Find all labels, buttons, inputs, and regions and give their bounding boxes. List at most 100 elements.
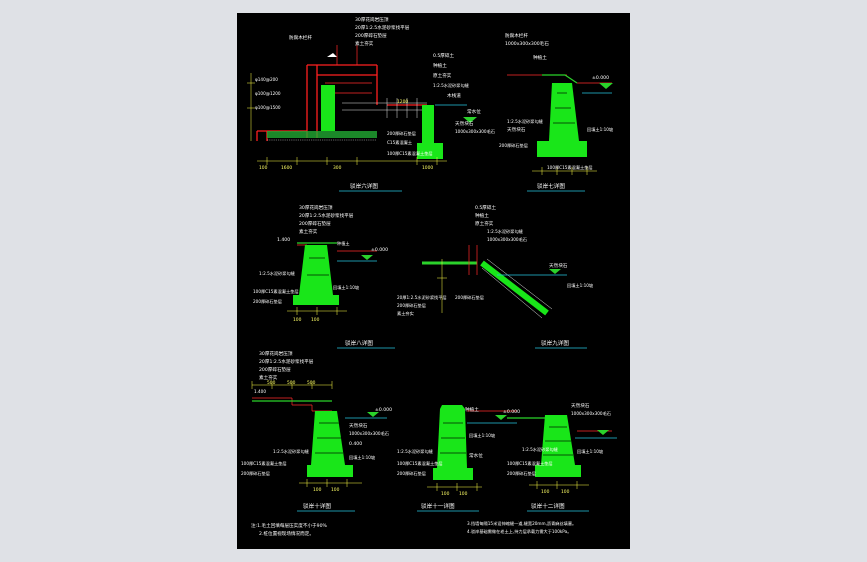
d6-dim-2: 1600 <box>281 165 292 171</box>
d6-dim-5: 1200 <box>397 99 408 105</box>
detail12-dim-line <box>529 481 589 489</box>
d7-label-q: 种植土 <box>533 54 547 61</box>
d9-label-k: 回填土1:10坡 <box>567 282 594 289</box>
d6-label-f: 0.5厚碎土 <box>433 52 454 59</box>
detail8-dim-line <box>287 307 347 315</box>
detail6-red-thin <box>325 45 372 94</box>
detail7-water-level-icon <box>599 83 613 89</box>
d11-label-q: 种植土 <box>465 406 479 413</box>
detail-9: 0.5厚碎土 种植土 原土夯实 1:2.5水泥砂浆勾缝 1000x300x300… <box>397 204 594 349</box>
detail11-dim-line <box>427 483 482 491</box>
d10-label-o: 200厚碎石垫层 <box>241 470 270 477</box>
d8-label-a: 30厚花岗岩压顶 <box>299 204 333 211</box>
d6-label-n: φ100@1500 <box>255 105 281 110</box>
d8-label-g: 100厚C15素混凝土垫层 <box>253 288 299 295</box>
detail6-marker-icon <box>327 53 337 57</box>
note-left-2: 2.桩位置视现场情况而定。 <box>259 530 314 537</box>
detail6-pier <box>422 105 434 151</box>
detail6-pier-base <box>417 143 443 159</box>
d6-label-q: 种植土 <box>433 62 447 69</box>
detail11-base <box>433 468 473 480</box>
d6-dim-3: 300 <box>333 165 342 171</box>
detail10-top-dims <box>251 381 333 389</box>
d6-label-l: φ100@1200 <box>255 91 281 96</box>
detail7-dim-line <box>532 167 597 175</box>
d6-label-o: 200厚碎石垫层 <box>387 130 416 137</box>
d7-label-g: 100厚C15素混凝土垫层 <box>547 164 593 171</box>
detail10-wall-joints <box>315 422 343 454</box>
detail11-water-level-icon <box>495 415 507 420</box>
d6-label-g: 100厚C15素混凝土垫层 <box>387 150 433 157</box>
d11-label-i: 常水位 <box>469 452 483 459</box>
d6-label-h: 1000x300x300毛石 <box>455 128 495 135</box>
d9-label-j: 天然块石 <box>549 262 568 269</box>
d9-label-b: 20厚1:2.5水泥砂浆找平层 <box>397 294 447 301</box>
detail8-base <box>293 295 339 305</box>
d10-label-z: 1.400 <box>254 389 266 394</box>
detail-8: 30厚花岗岩压顶 20厚1:2.5水泥砂浆找平层 200厚碎石垫层 素土夯实 1… <box>253 204 395 349</box>
d6-label-j: 天然块石 <box>455 120 474 127</box>
d10-dim-5: 100 <box>331 487 340 493</box>
d6-dim-4: 1000 <box>422 165 433 171</box>
d11-label-x: ±0.000 <box>503 409 520 415</box>
d12-label-h: 1000x300x300毛石 <box>571 410 611 417</box>
d10-label-s: 1:2.5水泥砂浆勾缝 <box>273 448 310 455</box>
detail-7: 防腐木栏杆 1000x300x300毛石 种植土 ±0.000 1:2.5水泥砂… <box>499 32 614 192</box>
detail12-wall-joints <box>543 426 573 456</box>
d7-label-h: 1000x300x300毛石 <box>505 40 549 47</box>
d11-dim-2: 100 <box>459 491 468 497</box>
d6-label-s: 1:2.5水泥砂浆勾缝 <box>433 82 470 89</box>
d10-label-k: 回填土1:10坡 <box>349 454 376 461</box>
d6-label-u: 防腐木栏杆 <box>289 34 312 41</box>
detail-11: 种植土 ±0.000 回填土1:10坡 1:2.5水泥砂浆勾缝 常水位 100厚… <box>397 405 520 512</box>
detail10-red-steps <box>252 397 332 412</box>
d7-label-s: 1:2.5水泥砂浆勾缝 <box>507 118 544 125</box>
detail6-title: 驳岸六详图 <box>350 182 378 190</box>
d6-label-r: 原土夯实 <box>433 72 452 79</box>
d11-label-s: 1:2.5水泥砂浆勾缝 <box>397 448 434 455</box>
d6-label-i: 常水位 <box>467 108 481 115</box>
detail8-water-level-icon <box>361 255 373 260</box>
detail9-water-level-icon <box>549 269 561 274</box>
detail10-title: 驳岸十详图 <box>303 502 331 510</box>
d8-label-o: 200厚碎石垫层 <box>253 298 282 305</box>
d10-dim-2: 500 <box>287 380 296 386</box>
d7-label-k: 回填土1:10坡 <box>587 126 614 133</box>
d9-label-c: 200厚碎石垫层 <box>397 302 426 309</box>
d8-label-s: 1:2.5水泥砂浆勾缝 <box>259 270 296 277</box>
detail8-wall <box>299 245 333 295</box>
d8-dim-1: 100 <box>293 317 302 323</box>
note-right-1: 3.挡墙每隔15米设伸缩缝一道,缝宽20mm,沥青麻丝填塞。 <box>467 520 576 527</box>
d6-label-m: φ140@200 <box>255 77 278 82</box>
detail12-title: 驳岸十二详图 <box>531 502 565 510</box>
detail9-title: 驳岸九详图 <box>541 339 569 347</box>
detail6-boardwalk <box>342 98 427 118</box>
d12-dim-2: 100 <box>561 489 570 495</box>
note-left-1: 注:1.毛土回填每层压实度不小于90% <box>251 522 327 529</box>
detail12-water-level-icon <box>597 430 609 435</box>
detail12-base <box>535 465 581 477</box>
detail6-dim-line <box>257 157 447 165</box>
d10-label-j: 天然块石 <box>349 422 368 429</box>
detail11-wall-joints <box>440 422 466 454</box>
detail7-wall-joints <box>553 92 575 124</box>
detail7-top <box>542 74 578 84</box>
d6-label-p: C15素混凝土 <box>387 139 412 146</box>
detail-12: 天然块石 1000x300x300毛石 1:2.5水泥砂浆勾缝 回填土1:10坡… <box>507 402 617 512</box>
d9-label-d: 素土夯实 <box>397 310 414 317</box>
detail10-water-level-icon <box>367 412 379 417</box>
d10-label-y: 0.400 <box>349 441 362 447</box>
detail6-base <box>267 131 377 138</box>
d8-label-k: 回填土1:10坡 <box>333 284 360 291</box>
detail8-title: 驳岸八详图 <box>345 339 373 347</box>
d11-label-o: 200厚碎石垫层 <box>397 470 426 477</box>
detail6-red-frame <box>306 64 378 138</box>
d10-label-h: 1000x300x300毛石 <box>349 430 389 437</box>
detail8-wall-joints <box>307 257 329 276</box>
d8-label-x: ±0.000 <box>371 247 388 253</box>
d9-label-h: 1000x300x300毛石 <box>487 236 527 243</box>
d8-label-d: 素土夯实 <box>299 228 318 235</box>
d8-label-c: 200厚碎石垫层 <box>299 220 331 227</box>
d8-label-q: 种植土 <box>337 240 350 247</box>
note-right-2: 4.驳岸基础需做在老土上,持力层承载力需大于100kPa。 <box>467 528 571 535</box>
